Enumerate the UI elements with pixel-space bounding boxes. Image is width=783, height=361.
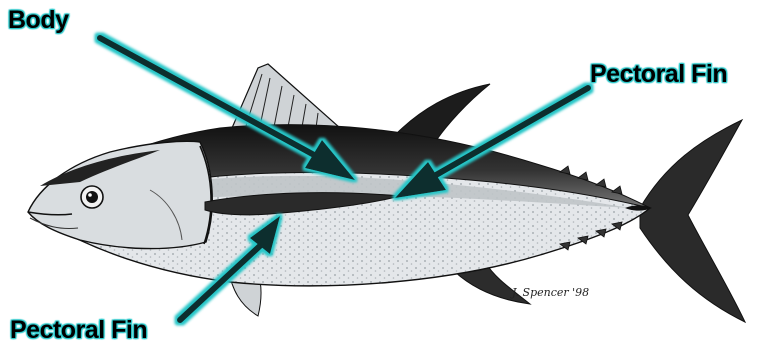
label-pectoral-fin-top: Pectoral Fin [590,62,727,87]
label-pectoral-fin-bottom: Pectoral Fin [10,318,147,343]
tuna-illustration: J. Spencer '98 [28,64,745,322]
label-body: Body [8,8,69,33]
artist-signature: J. Spencer '98 [510,286,589,299]
caudal-fin [640,120,745,322]
